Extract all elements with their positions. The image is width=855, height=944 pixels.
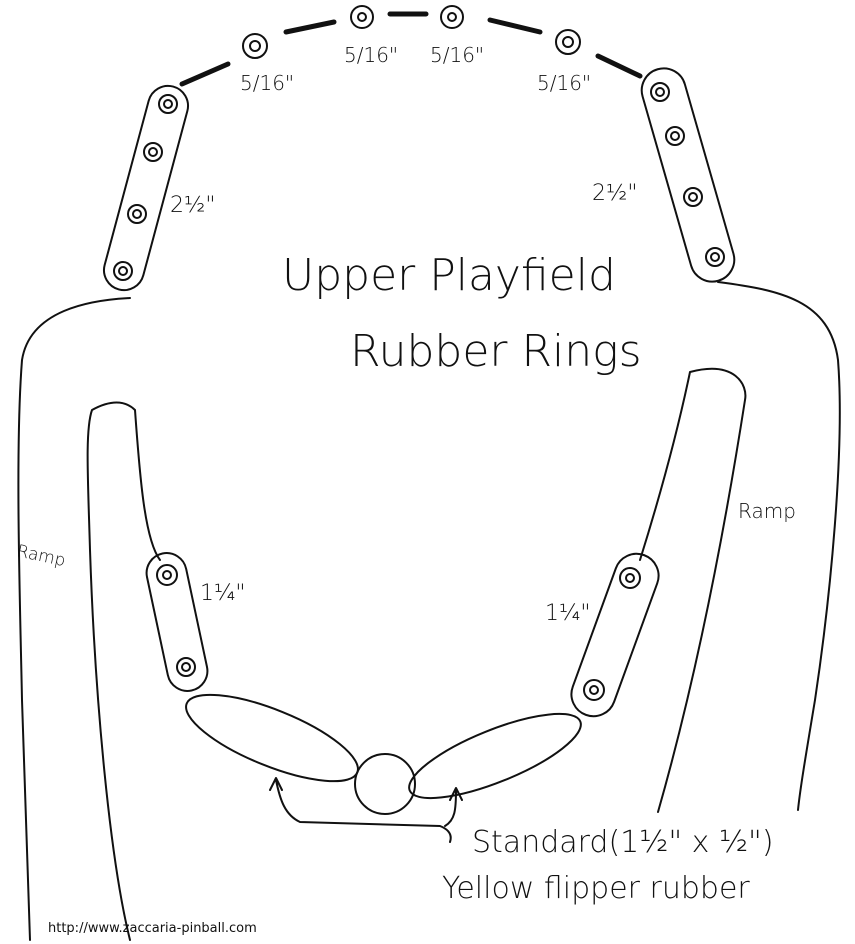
top-ring-label-1: 5/16" bbox=[240, 71, 294, 95]
right-ramp bbox=[639, 367, 747, 813]
left-outer-wall bbox=[17, 297, 131, 941]
right-upper-ring bbox=[640, 67, 736, 283]
flipper-note-line-1: Standard(1½" x ½") bbox=[472, 825, 774, 860]
left-ramp-label: Ramp bbox=[15, 541, 67, 571]
right-lower-ring-label: 1¼" bbox=[545, 601, 590, 626]
left-ramp bbox=[86, 401, 161, 941]
right-flipper bbox=[408, 712, 582, 800]
left-upper-ring-label: 2½" bbox=[170, 193, 215, 218]
flipper-pointer-arrows bbox=[269, 777, 463, 843]
left-flipper bbox=[185, 693, 359, 783]
footer-url: http://www.zaccaria-pinball.com bbox=[48, 921, 257, 936]
left-upper-ring bbox=[103, 84, 189, 292]
flipper-note-line-2: Yellow flipper rubber bbox=[442, 871, 750, 906]
right-lower-ring bbox=[570, 552, 660, 718]
ball bbox=[354, 753, 416, 815]
title-line-1: Upper Playfield bbox=[282, 250, 616, 301]
right-outer-wall bbox=[717, 281, 841, 811]
right-ramp-label: Ramp bbox=[738, 499, 796, 523]
right-upper-ring-label: 2½" bbox=[592, 181, 637, 206]
top-posts bbox=[242, 5, 581, 59]
left-lower-ring-label: 1¼" bbox=[200, 581, 245, 606]
top-ring-label-3: 5/16" bbox=[430, 43, 484, 67]
top-ring-label-4: 5/16" bbox=[537, 71, 591, 95]
top-ring-label-2: 5/16" bbox=[344, 43, 398, 67]
title-line-2: Rubber Rings bbox=[350, 326, 642, 377]
top-ring-segments bbox=[179, 11, 643, 87]
left-lower-ring bbox=[145, 552, 209, 692]
